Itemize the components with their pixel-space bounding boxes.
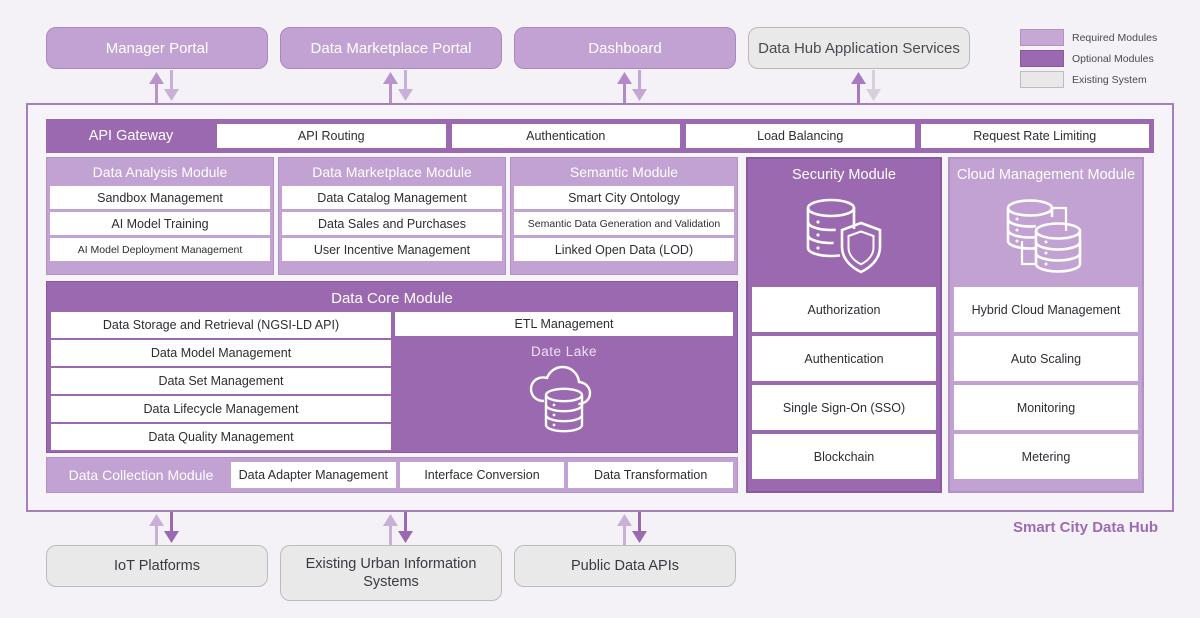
module-security[interactable]: Security Module Authorization Authentica… — [746, 157, 942, 493]
external-system-public-data-apis[interactable]: Public Data APIs — [514, 545, 736, 587]
data-core-body: Data Storage and Retrieval (NGSI-LD API)… — [51, 312, 733, 450]
module-item-semantic-data-generation-and-validation[interactable]: Semantic Data Generation and Validation — [514, 212, 734, 235]
module-title-security: Security Module — [792, 167, 896, 183]
module-item-data-catalog-management[interactable]: Data Catalog Management — [282, 186, 502, 209]
module-item-smart-city-ontology[interactable]: Smart City Ontology — [514, 186, 734, 209]
database-shield-icon — [752, 187, 936, 283]
module-item-sandbox-management[interactable]: Sandbox Management — [50, 186, 270, 209]
connector-arrows-dashboard — [608, 70, 656, 103]
api-gateway-cell-authentication[interactable]: Authentication — [451, 124, 680, 148]
hub-caption: Smart City Data Hub — [1013, 519, 1159, 536]
module-item-ai-model-deployment-management[interactable]: AI Model Deployment Management — [50, 238, 270, 261]
module-cloud-management[interactable]: Cloud Management Module — [948, 157, 1144, 493]
module-data-marketplace[interactable]: Data Marketplace Module Data Catalog Man… — [278, 157, 506, 275]
legend-item-existing: Existing System — [1020, 69, 1190, 90]
linked-databases-icon — [954, 187, 1138, 283]
core-item-data-quality-management[interactable]: Data Quality Management — [51, 424, 391, 450]
smart-city-data-hub-frame: API Gateway API Routing Authentication L… — [26, 103, 1174, 512]
module-title-semantic: Semantic Module — [569, 164, 679, 180]
module-item-ai-model-training[interactable]: AI Model Training — [50, 212, 270, 235]
cloud-item-hybrid-cloud-management[interactable]: Hybrid Cloud Management — [954, 287, 1138, 332]
api-gateway-title: API Gateway — [88, 128, 174, 144]
api-gateway-cell-api-routing[interactable]: API Routing — [217, 124, 446, 148]
connector-arrows-data-hub-application-services — [842, 70, 890, 103]
api-gateway-cell-request-rate-limiting[interactable]: Request Rate Limiting — [920, 124, 1149, 148]
top-portal-dashboard[interactable]: Dashboard — [514, 27, 736, 69]
security-item-authorization[interactable]: Authorization — [752, 287, 936, 332]
core-item-etl-management[interactable]: ETL Management — [395, 312, 733, 336]
module-title-cloud-management: Cloud Management Module — [956, 167, 1136, 183]
module-item-user-incentive-management[interactable]: User Incentive Management — [282, 238, 502, 261]
module-data-analysis[interactable]: Data Analysis Module Sandbox Management … — [46, 157, 274, 275]
connector-arrows-public-data-apis — [608, 512, 656, 545]
api-gateway-row: API Gateway API Routing Authentication L… — [46, 119, 1154, 153]
module-data-collection[interactable]: Data Collection Module Data Adapter Mana… — [46, 457, 738, 493]
module-title-data-marketplace: Data Marketplace Module — [312, 164, 472, 180]
external-system-existing-urban-information-systems[interactable]: Existing Urban Information Systems — [280, 545, 502, 601]
connector-arrows-manager-portal — [140, 70, 188, 103]
connector-arrows-data-marketplace-portal — [374, 70, 422, 103]
data-lake-label: Date Lake — [530, 344, 598, 359]
module-semantic[interactable]: Semantic Module Smart City Ontology Sema… — [510, 157, 738, 275]
cloud-item-auto-scaling[interactable]: Auto Scaling — [954, 336, 1138, 381]
data-lake-panel: Date Lake — [395, 336, 733, 450]
data-core-right-column: ETL Management Date Lake — [395, 312, 733, 450]
module-title-data-analysis: Data Analysis Module — [92, 164, 228, 180]
legend-item-optional: Optional Modules — [1020, 48, 1190, 69]
cloud-item-monitoring[interactable]: Monitoring — [954, 385, 1138, 430]
external-system-iot-platforms[interactable]: IoT Platforms — [46, 545, 268, 587]
legend-swatch-required-icon — [1020, 29, 1064, 46]
cloud-item-metering[interactable]: Metering — [954, 434, 1138, 479]
module-item-data-sales-and-purchases[interactable]: Data Sales and Purchases — [282, 212, 502, 235]
api-gateway-cell-load-balancing[interactable]: Load Balancing — [686, 124, 915, 148]
module-item-linked-open-data[interactable]: Linked Open Data (LOD) — [514, 238, 734, 261]
cloud-database-icon — [529, 365, 592, 433]
core-item-data-model-management[interactable]: Data Model Management — [51, 340, 391, 366]
security-item-authentication[interactable]: Authentication — [752, 336, 936, 381]
collection-item-interface-conversion[interactable]: Interface Conversion — [399, 462, 565, 488]
legend-swatch-existing-icon — [1020, 71, 1064, 88]
top-portal-data-marketplace-portal[interactable]: Data Marketplace Portal — [280, 27, 502, 69]
core-item-data-storage-and-retrieval[interactable]: Data Storage and Retrieval (NGSI-LD API) — [51, 312, 391, 338]
data-core-left-column: Data Storage and Retrieval (NGSI-LD API)… — [51, 312, 391, 450]
module-title-data-core: Data Core Module — [331, 290, 453, 307]
security-item-single-sign-on[interactable]: Single Sign-On (SSO) — [752, 385, 936, 430]
legend-label-required: Required Modules — [1072, 31, 1158, 44]
core-item-data-set-management[interactable]: Data Set Management — [51, 368, 391, 394]
legend-label-optional: Optional Modules — [1072, 52, 1154, 65]
legend-label-existing: Existing System — [1072, 73, 1147, 86]
module-columns-row: Data Analysis Module Sandbox Management … — [46, 157, 1154, 277]
legend-item-required: Required Modules — [1020, 27, 1190, 48]
top-portal-manager-portal[interactable]: Manager Portal — [46, 27, 268, 69]
legend: Required Modules Optional Modules Existi… — [1020, 27, 1190, 90]
connector-arrows-existing-urban-information-systems — [374, 512, 422, 545]
module-title-data-collection: Data Collection Module — [68, 467, 214, 483]
core-item-data-lifecycle-management[interactable]: Data Lifecycle Management — [51, 396, 391, 422]
legend-swatch-optional-icon — [1020, 50, 1064, 67]
top-portal-data-hub-application-services[interactable]: Data Hub Application Services — [748, 27, 970, 69]
connector-arrows-iot-platforms — [140, 512, 188, 545]
collection-item-data-adapter-management[interactable]: Data Adapter Management — [231, 462, 396, 488]
module-data-core[interactable]: Data Core Module Data Storage and Retrie… — [46, 281, 738, 453]
security-item-blockchain[interactable]: Blockchain — [752, 434, 936, 479]
collection-item-data-transformation[interactable]: Data Transformation — [568, 462, 734, 488]
